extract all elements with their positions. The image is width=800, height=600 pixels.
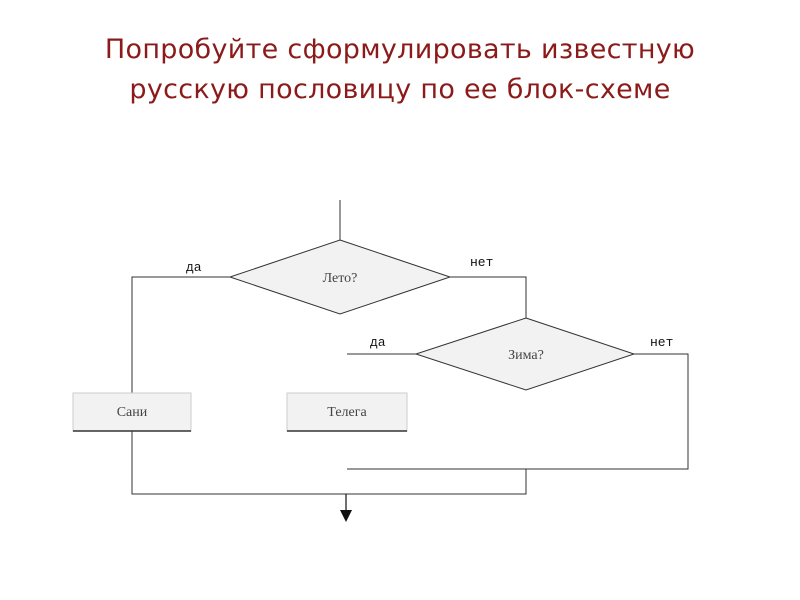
summer-yes-label: да: [186, 260, 202, 275]
decision-summer-diamond: [228, 239, 452, 315]
winter-yes-label: да: [370, 335, 386, 350]
decision-winter-diamond: [414, 317, 636, 391]
slide-title: Попробуйте сформулировать известную русс…: [0, 30, 800, 110]
merge-line: [131, 431, 527, 495]
title-line-1: Попробуйте сформулировать известную: [104, 34, 696, 65]
winter-no-label: нет: [650, 335, 673, 350]
summer-yes-line: [131, 276, 230, 393]
decision-winter-label: Зима?: [508, 348, 544, 363]
summer-no-line: [450, 276, 527, 318]
title-line-2: русскую пословицу по ее блок-схеме: [129, 74, 671, 105]
decision-summer-label: Лето?: [323, 271, 358, 286]
winter-no-line: [347, 353, 689, 470]
cart-box-label: Телега: [327, 405, 367, 420]
cart-box: [286, 392, 408, 432]
sleigh-box: [72, 392, 192, 432]
sleigh-box-label: Сани: [117, 405, 148, 420]
summer-no-label: нет: [470, 255, 493, 270]
